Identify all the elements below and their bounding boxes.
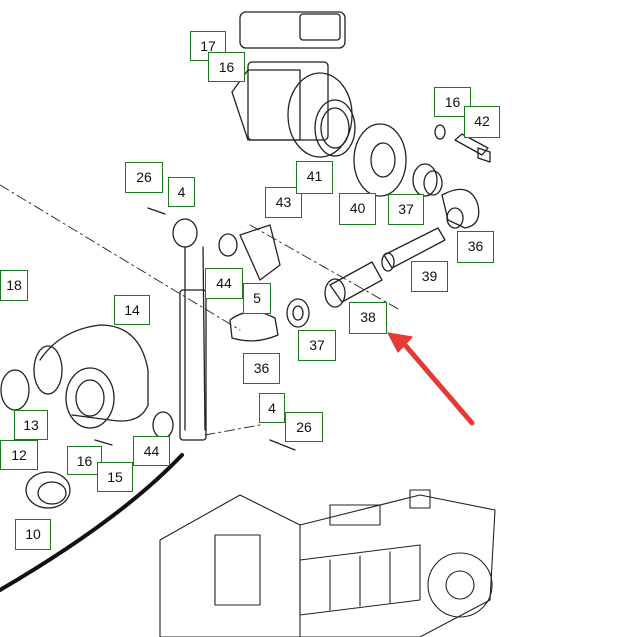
- part-label-14[interactable]: 14: [114, 295, 150, 325]
- part-label-37-mid[interactable]: 37: [298, 330, 336, 361]
- part-label-16-lower[interactable]: 16: [67, 446, 102, 475]
- part-label-26-lower[interactable]: 26: [285, 412, 323, 442]
- part-label-43[interactable]: 43: [265, 187, 302, 218]
- part-label-36-mid[interactable]: 36: [243, 353, 280, 384]
- part-label-12[interactable]: 12: [0, 440, 38, 470]
- red-pointer-arrow-icon: [387, 332, 475, 426]
- machine-overview: [159, 489, 496, 637]
- part-label-26[interactable]: 26: [125, 162, 163, 193]
- part-label-4-lower[interactable]: 4: [259, 393, 285, 423]
- part-label-38[interactable]: 38: [349, 302, 387, 334]
- part-label-42[interactable]: 42: [464, 106, 500, 138]
- part-label-40[interactable]: 40: [339, 193, 376, 225]
- support-bracket: [147, 207, 296, 451]
- part-label-39[interactable]: 39: [411, 261, 448, 292]
- hose-line: [0, 453, 184, 592]
- part-label-18[interactable]: 18: [0, 270, 28, 301]
- center-lines: [0, 184, 401, 436]
- part-label-15[interactable]: 15: [97, 462, 133, 492]
- part-label-13[interactable]: 13: [14, 410, 48, 440]
- valve-assembly: [231, 11, 491, 229]
- part-label-37-top[interactable]: 37: [388, 194, 424, 225]
- part-label-36-top[interactable]: 36: [457, 231, 494, 263]
- part-label-44-top[interactable]: 44: [205, 268, 243, 299]
- part-label-16[interactable]: 16: [208, 52, 245, 82]
- part-label-41[interactable]: 41: [296, 161, 333, 194]
- part-label-4[interactable]: 4: [168, 177, 195, 207]
- part-label-5[interactable]: 5: [243, 283, 271, 314]
- elbow-pipe: [0, 324, 149, 509]
- part-label-44-lower[interactable]: 44: [133, 436, 170, 466]
- part-label-10[interactable]: 10: [15, 519, 51, 550]
